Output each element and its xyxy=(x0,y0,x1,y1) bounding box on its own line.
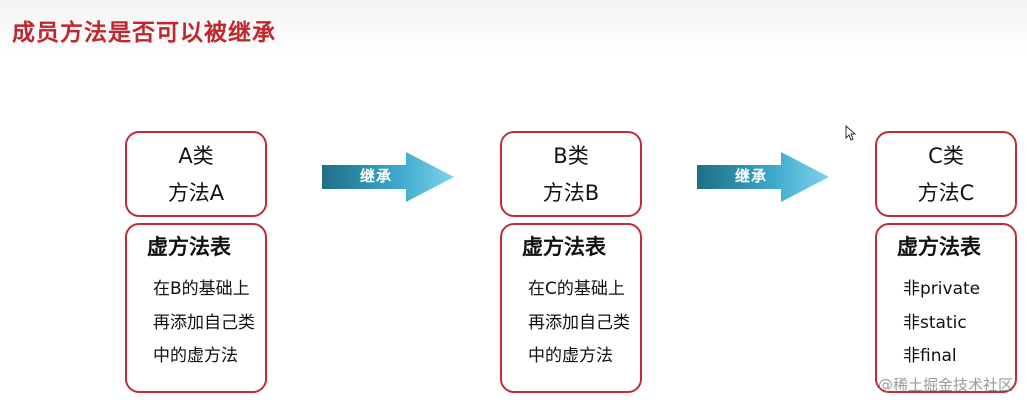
watermark: @稀土掘金技术社区 xyxy=(877,376,1013,394)
title-bar xyxy=(0,0,1027,58)
inherit-arrow-1: 继承 xyxy=(322,150,456,204)
class-a-vtable-line-2: 再添加自己类 xyxy=(153,313,255,333)
class-b-vtable: 虚方法表 在C的基础上 再添加自己类 中的虚方法 xyxy=(500,223,642,393)
class-a-vtable-line-3: 中的虚方法 xyxy=(153,346,238,366)
inherit-arrow-1-label: 继承 xyxy=(359,167,392,185)
class-c-name: C类 xyxy=(928,144,964,168)
class-c-vtable: 虚方法表 非private 非static 非final xyxy=(875,223,1017,393)
class-b-vtable-line-2: 再添加自己类 xyxy=(528,313,630,333)
class-c-vtable-title: 虚方法表 xyxy=(897,235,981,259)
arrow-right-icon xyxy=(322,152,454,202)
class-a-vtable: 虚方法表 在B的基础上 再添加自己类 中的虚方法 xyxy=(125,223,267,393)
class-c-method: 方法C xyxy=(917,181,975,205)
class-a-name: A类 xyxy=(178,144,214,168)
class-b-vtable-line-3: 中的虚方法 xyxy=(528,346,613,366)
class-c-vtable-line-3: 非final xyxy=(903,346,957,366)
class-b-name: B类 xyxy=(553,144,589,168)
inherit-arrow-2: 继承 xyxy=(697,150,831,204)
class-c-vtable-line-2: 非static xyxy=(903,313,967,333)
class-b-box: B类 方法B xyxy=(500,131,642,217)
class-c-box: C类 方法C xyxy=(875,131,1017,217)
class-b-vtable-title: 虚方法表 xyxy=(522,235,606,259)
class-a-vtable-title: 虚方法表 xyxy=(147,235,231,259)
class-b-method: 方法B xyxy=(542,181,600,205)
class-a-method: 方法A xyxy=(167,181,225,205)
class-c-vtable-line-1: 非private xyxy=(903,279,981,299)
class-a-box: A类 方法A xyxy=(125,131,267,217)
page-title: 成员方法是否可以被继承 xyxy=(12,20,276,46)
class-b-vtable-line-1: 在C的基础上 xyxy=(528,279,625,299)
arrow-right-icon xyxy=(697,152,829,202)
inherit-arrow-2-label: 继承 xyxy=(734,167,767,185)
mouse-pointer-icon xyxy=(845,124,857,141)
class-a-vtable-line-1: 在B的基础上 xyxy=(153,279,250,299)
